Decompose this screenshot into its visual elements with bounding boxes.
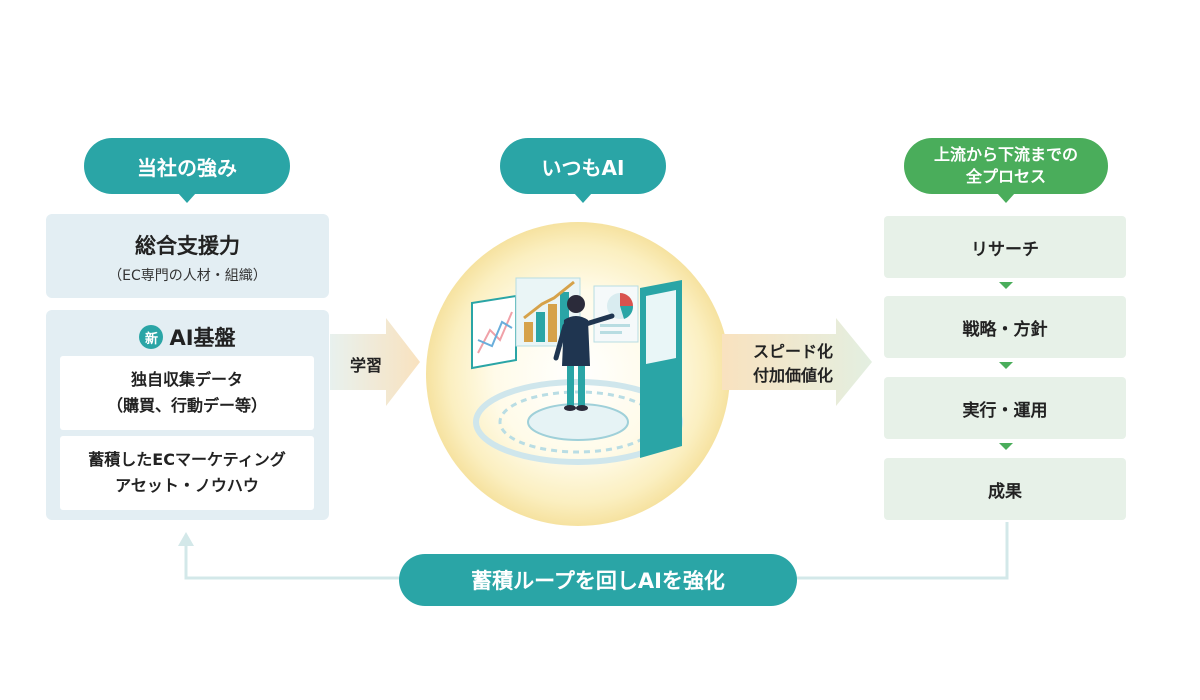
step-execution-label: 実行・運用: [962, 400, 1048, 421]
learn-label: 学習: [349, 356, 382, 375]
know-how-card-line2: アセット・ノウハウ: [115, 476, 259, 495]
strengths-header-label: 当社の強み: [137, 155, 237, 180]
ai-platform-heading: 新 AI基盤: [46, 322, 329, 352]
step-research: リサーチ: [884, 216, 1126, 278]
loop-pill-label: 蓄積ループを回しAIを強化: [471, 569, 725, 593]
step-arrow-3: [999, 443, 1013, 450]
itsumo-ai-header: いつもAI: [500, 138, 666, 194]
support-title: 総合支援力: [135, 234, 240, 258]
know-how-card-line1: 蓄積したECマーケティング: [88, 450, 286, 469]
know-how-card: 蓄積したECマーケティング アセット・ノウハウ: [60, 436, 314, 510]
step-strategy: 戦略・方針: [884, 296, 1126, 358]
strengths-header: 当社の強み: [84, 138, 290, 194]
data-card: 独自収集データ （購買、行動デー等）: [60, 356, 314, 430]
new-badge: 新: [139, 325, 164, 349]
step-strategy-label: 戦略・方針: [962, 319, 1048, 340]
learn-arrow: [330, 318, 420, 406]
process-header-tail: [997, 193, 1015, 203]
step-results: 成果: [884, 458, 1126, 520]
step-arrow-1: [999, 282, 1013, 289]
step-arrow-2: [999, 362, 1013, 369]
step-execution: 実行・運用: [884, 377, 1126, 439]
new-badge-label: 新: [144, 331, 158, 347]
step-research-label: リサーチ: [971, 239, 1039, 260]
speed-arrow: [722, 318, 872, 406]
speed-label: スピード化 付加価値化: [734, 340, 852, 388]
process-header-line1: 上流から下流までの: [933, 145, 1078, 164]
support-subtitle: （EC専門の人材・組織）: [108, 268, 267, 284]
data-card-line2: （購買、行動デー等）: [106, 396, 267, 415]
strengths-header-tail: [178, 193, 196, 203]
itsumo-ai-header-tail: [574, 193, 592, 203]
process-header-line2: 全プロセス: [965, 167, 1046, 186]
speed-label-line1: スピード化: [752, 342, 833, 361]
step-results-label: 成果: [988, 481, 1022, 502]
support-panel: 総合支援力 （EC専門の人材・組織）: [46, 214, 329, 298]
itsumo-ai-header-label: いつもAI: [541, 155, 625, 180]
loop-pill: 蓄積ループを回しAIを強化: [399, 554, 797, 606]
ai-illustration: [426, 222, 730, 526]
data-card-line1: 独自収集データ: [130, 370, 243, 389]
speed-label-line2: 付加価値化: [752, 366, 833, 385]
process-header: 上流から下流までの 全プロセス: [904, 138, 1108, 194]
ai-platform-panel: 新 AI基盤 独自収集データ （購買、行動デー等） 蓄積したECマーケティング …: [46, 310, 329, 520]
ai-platform-title: AI基盤: [169, 326, 236, 350]
